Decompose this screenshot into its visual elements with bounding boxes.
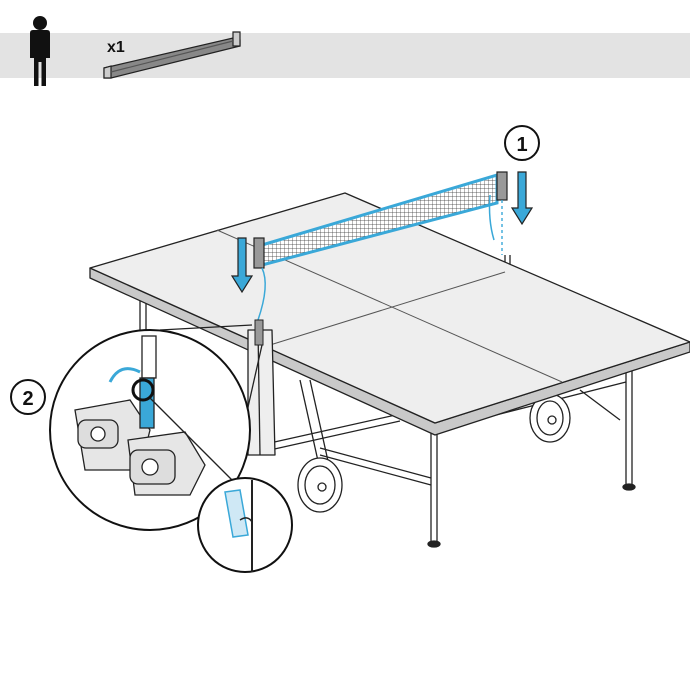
net-post-right (496, 171, 508, 201)
step-1-number: 1 (516, 134, 527, 156)
net-part-icon (103, 31, 241, 79)
detail-callout (49, 324, 263, 531)
net (253, 171, 508, 346)
detail-callout-small (197, 477, 293, 573)
table-foot (427, 540, 441, 548)
rotate-arrow-icon (108, 367, 141, 383)
table-foot (622, 483, 636, 491)
person-icon (30, 16, 50, 86)
step-1-badge: 1 (504, 125, 540, 161)
quantity-label: x1 (107, 39, 125, 56)
net-post-left (253, 237, 265, 269)
wheel (297, 457, 343, 513)
down-arrow-icon (510, 171, 534, 226)
curved-arrow-icon (239, 517, 253, 523)
step-2-badge: 2 (10, 379, 46, 415)
step-2-number: 2 (22, 388, 33, 410)
down-arrow-icon (230, 237, 254, 294)
wheel (529, 393, 571, 443)
